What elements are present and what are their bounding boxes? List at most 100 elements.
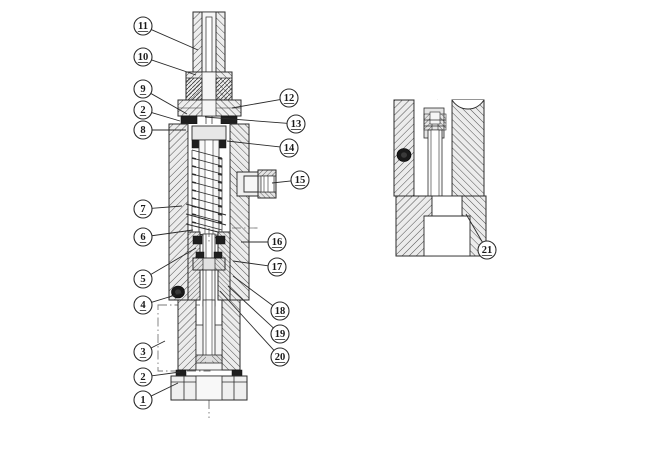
callout-label: 3 (140, 347, 145, 358)
callout-14[interactable]: 14 (226, 138, 299, 158)
part-upper-nut (177, 99, 242, 117)
callout-bubble[interactable] (133, 120, 153, 140)
leader-line (226, 140, 281, 148)
callout-bubble[interactable] (133, 295, 153, 315)
leader-line (271, 180, 292, 184)
callout-21[interactable]: 21 (465, 213, 497, 260)
callout-8[interactable]: 8 (133, 120, 186, 140)
callout-label: 2 (140, 105, 145, 116)
callout-16[interactable]: 16 (241, 232, 287, 252)
callout-bubble[interactable] (133, 199, 153, 219)
callout-label: 21 (482, 245, 493, 256)
callout-5[interactable]: 5 (133, 247, 197, 289)
callout-label: 18 (275, 306, 286, 317)
callout-bubble[interactable] (290, 170, 310, 190)
callout-bubble[interactable] (270, 301, 290, 321)
callout-bubble[interactable] (270, 347, 290, 367)
callout-bubble[interactable] (477, 240, 497, 260)
callout-4[interactable]: 4 (133, 292, 183, 315)
part-spring-lower-turns (185, 203, 227, 241)
part-hex-nut (170, 375, 248, 401)
part-lower-barrel (177, 299, 241, 371)
callout-19[interactable]: 19 (227, 285, 290, 344)
callout-label: 9 (140, 84, 145, 95)
leader-line (150, 340, 166, 349)
callout-bubble[interactable] (267, 232, 287, 252)
leader-line (219, 290, 275, 351)
main-assembly-view (157, 11, 277, 418)
leader-line (151, 229, 194, 237)
callout-bubble[interactable] (267, 257, 287, 277)
callout-label: 13 (291, 119, 302, 130)
detail-view (393, 99, 487, 257)
callout-label: 11 (138, 21, 148, 32)
part-collar (185, 71, 233, 101)
callout-1[interactable]: 1 (133, 382, 179, 410)
leader-line (151, 112, 181, 122)
leader-line (465, 213, 483, 243)
callout-label: 20 (275, 352, 286, 363)
leader-line (204, 116, 288, 124)
leader-line (151, 205, 183, 209)
callout-label: 1 (140, 395, 145, 406)
callout-label: 15 (295, 175, 306, 186)
leader-line (150, 382, 179, 397)
callout-label: 12 (284, 93, 295, 104)
callout-11[interactable]: 11 (133, 16, 199, 51)
leader-line (151, 29, 199, 51)
callout-label: 4 (140, 300, 146, 311)
callout-bubble[interactable] (133, 390, 153, 410)
callout-bubble[interactable] (133, 100, 153, 120)
callout-bubble[interactable] (133, 269, 153, 289)
part-seat-block (187, 231, 231, 307)
callout-label: 2 (140, 372, 145, 383)
callout-bubble[interactable] (133, 227, 153, 247)
leader-line (151, 371, 181, 377)
callout-bubble[interactable] (133, 342, 153, 362)
callout-label: 14 (284, 143, 295, 154)
callout-label: 17 (272, 262, 283, 273)
center-line (208, 227, 258, 418)
callout-10[interactable]: 10 (133, 47, 197, 76)
callout-bubble[interactable] (133, 16, 153, 36)
callout-2a[interactable]: 2 (133, 100, 181, 122)
callout-bubble[interactable] (279, 88, 299, 108)
leader-line (232, 260, 269, 267)
callout-9[interactable]: 9 (133, 79, 188, 115)
callout-bubble[interactable] (133, 367, 153, 387)
leader-line (150, 247, 197, 275)
callout-12[interactable]: 12 (231, 88, 299, 109)
callout-label: 5 (140, 274, 145, 285)
callout-20[interactable]: 20 (219, 290, 290, 367)
callout-18[interactable]: 18 (232, 275, 290, 321)
callout-3[interactable]: 3 (133, 340, 166, 362)
callout-label: 7 (140, 204, 145, 215)
leader-line (227, 285, 274, 329)
leader-line (151, 292, 183, 303)
callout-label: 6 (140, 232, 145, 243)
part-coil-spring (191, 149, 223, 238)
callout-17[interactable]: 17 (232, 257, 287, 277)
callout-label: 19 (275, 329, 286, 340)
callout-bubble[interactable] (133, 79, 153, 99)
leader-line (231, 99, 281, 109)
leader-line (151, 59, 197, 76)
callout-label: 16 (272, 237, 283, 248)
callout-15[interactable]: 15 (271, 170, 310, 190)
part-side-port (236, 169, 277, 199)
callout-6[interactable]: 6 (133, 227, 194, 247)
callout-7[interactable]: 7 (133, 199, 183, 219)
leader-line (232, 275, 274, 306)
callout-bubble[interactable] (286, 114, 306, 134)
callout-bubble[interactable] (270, 324, 290, 344)
leader-line (150, 93, 188, 115)
callout-bubble[interactable] (279, 138, 299, 158)
callout-13[interactable]: 13 (204, 114, 306, 134)
callout-bubble[interactable] (133, 47, 153, 67)
callout-2b[interactable]: 2 (133, 367, 181, 387)
part-oring (171, 285, 185, 299)
callout-label: 10 (138, 52, 149, 63)
